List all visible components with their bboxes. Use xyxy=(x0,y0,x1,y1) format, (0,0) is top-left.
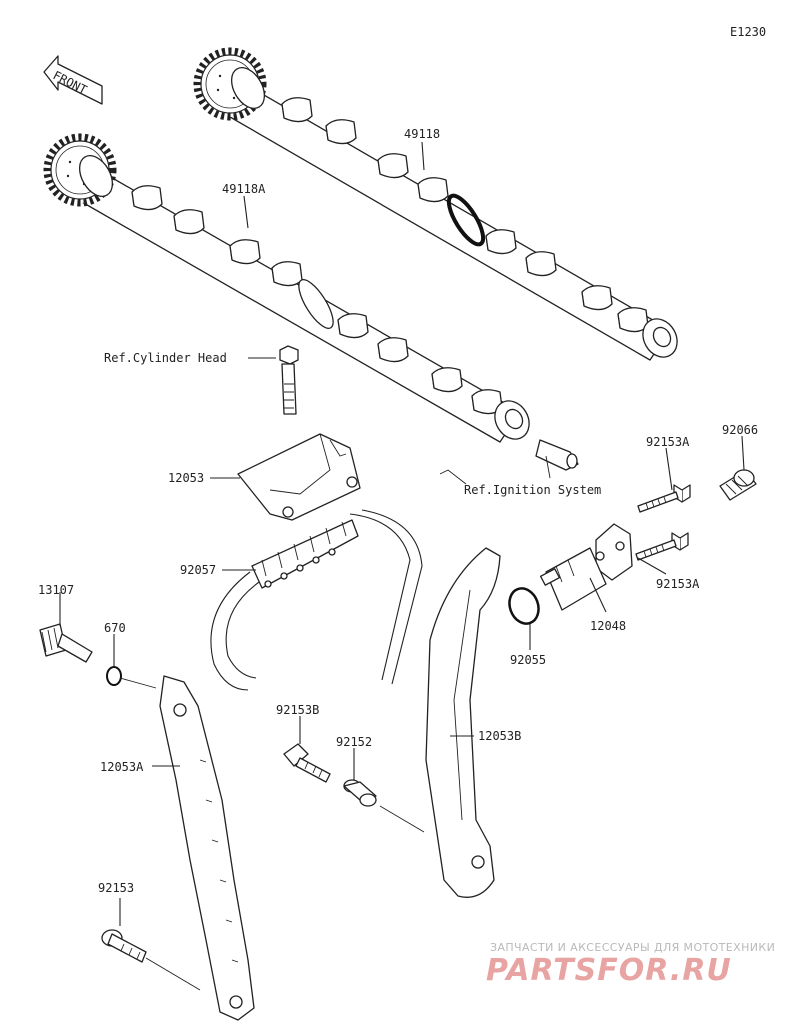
chain-tensioner xyxy=(539,523,633,611)
tensioner-cap-bolt xyxy=(719,469,757,501)
pivot-o-ring xyxy=(106,666,122,686)
guide-bolt-92153 xyxy=(101,929,147,963)
label-92057: 92057 xyxy=(180,563,216,577)
watermark-brand-right: FOR.RU xyxy=(597,953,732,988)
leader-lines xyxy=(59,141,745,991)
watermark-tagline: ЗАПЧАСТИ И АКСЕССУАРЫ ДЛЯ МОТОТЕХНИКИ xyxy=(490,941,775,954)
label-92152: 92152 xyxy=(336,735,372,749)
label-92066: 92066 xyxy=(722,423,758,437)
label-92055: 92055 xyxy=(510,653,546,667)
label-12053: 12053 xyxy=(168,471,204,485)
label-92153: 92153 xyxy=(98,881,134,895)
front-arrow-icon: FRONT xyxy=(43,55,103,105)
label-92153b: 92153B xyxy=(276,703,319,717)
label-12053b: 12053B xyxy=(478,729,521,743)
label-49118: 49118 xyxy=(404,127,440,141)
tensioner-bolt-lower xyxy=(635,532,689,561)
tensioner-bolt-upper xyxy=(637,484,691,513)
guide-bolt-92153b xyxy=(283,743,331,783)
label-ref-ignition-system: Ref.Ignition System xyxy=(464,483,601,497)
label-12048: 12048 xyxy=(590,619,626,633)
chain-guide-left xyxy=(159,675,255,1021)
watermark-brand-left: PARTS xyxy=(486,953,597,988)
label-92153a-bottom: 92153A xyxy=(656,577,700,591)
watermark: ЗАПЧАСТИ И АКСЕССУАРЫ ДЛЯ МОТОТЕХНИКИ PA… xyxy=(486,941,775,988)
camshaft-intake xyxy=(47,137,530,443)
guide-collar xyxy=(343,779,377,807)
cam-chain xyxy=(210,509,423,691)
label-13107: 13107 xyxy=(38,583,74,597)
camshaft-exhaust xyxy=(197,51,678,361)
ignition-rotor-part xyxy=(535,439,579,471)
label-92153a-top: 92153A xyxy=(646,435,690,449)
diagram-code: E1230 xyxy=(730,25,766,39)
chain-guide-right xyxy=(425,547,501,898)
watermark-logo: PARTSFOR.RU xyxy=(486,953,732,988)
cylinder-head-bolt xyxy=(279,345,299,415)
tensioner-o-ring xyxy=(508,587,540,625)
chain-guide-top xyxy=(237,433,361,521)
pivot-bolt xyxy=(39,623,93,663)
label-12053a: 12053A xyxy=(100,760,144,774)
label-49118a: 49118A xyxy=(222,182,266,196)
label-670: 670 xyxy=(104,621,126,635)
label-ref-cylinder-head: Ref.Cylinder Head xyxy=(104,351,227,365)
